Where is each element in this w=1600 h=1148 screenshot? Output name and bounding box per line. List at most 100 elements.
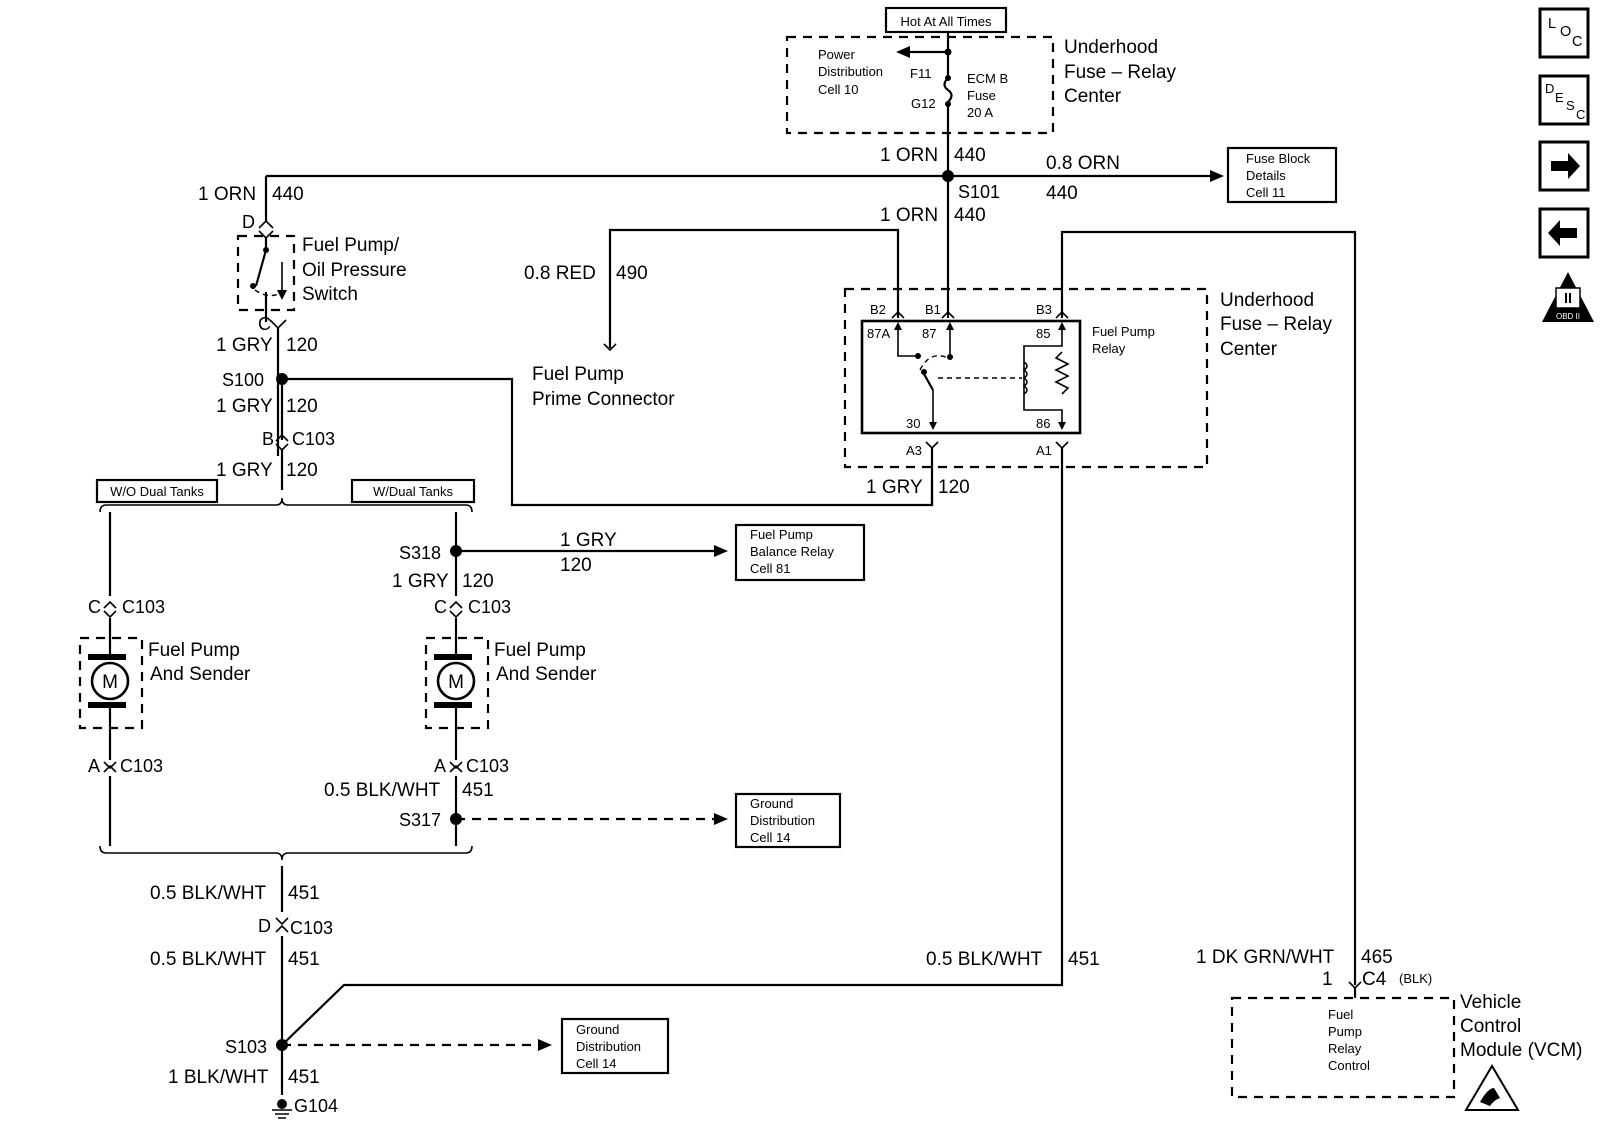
variant-brace bbox=[99, 845, 473, 861]
relay-pin-30: 30 bbox=[906, 416, 920, 431]
hot-at-all-times-label: Hot At All Times bbox=[900, 14, 992, 29]
obd-label: OBD II bbox=[1556, 312, 1580, 321]
without-dual-tanks-tag: W/O Dual Tanks bbox=[95, 478, 219, 504]
svg-text:O: O bbox=[1560, 24, 1571, 40]
prime-connector-line2: Prime Connector bbox=[532, 389, 675, 410]
svg-text:Balance Relay: Balance Relay bbox=[750, 544, 834, 559]
svg-text:Ground: Ground bbox=[576, 1022, 619, 1037]
wire-circuit-label: 440 bbox=[272, 184, 304, 205]
balance-relay-ref[interactable]: Fuel Pump Balance Relay Cell 81 bbox=[734, 523, 866, 582]
svg-text:D: D bbox=[1545, 81, 1554, 96]
relay-center-title-line1: Underhood bbox=[1220, 290, 1314, 311]
svg-text:Fuel Pump: Fuel Pump bbox=[750, 527, 813, 542]
wire-circuit-label: 490 bbox=[616, 263, 648, 284]
wire-gauge-label: 1 ORN bbox=[198, 184, 256, 205]
pressure-switch-line2: Oil Pressure bbox=[302, 260, 407, 281]
power-distribution-line1: Power bbox=[818, 47, 856, 62]
switch-contact-icon bbox=[254, 238, 268, 287]
previous-page-button[interactable] bbox=[1538, 207, 1590, 259]
fuel-pump-sender-line1: Fuel Pump bbox=[494, 640, 586, 661]
relay-switch-arm bbox=[923, 373, 934, 391]
motor-letter: M bbox=[448, 672, 464, 693]
wire-gauge-label: 0.5 BLK/WHT bbox=[926, 949, 1043, 970]
relay-pin-b2: B2 bbox=[870, 302, 886, 317]
pin-c-label: C bbox=[434, 597, 447, 617]
wire-gauge-label: 1 GRY bbox=[560, 530, 617, 551]
svg-text:S: S bbox=[1566, 98, 1575, 113]
svg-text:Cell 14: Cell 14 bbox=[576, 1056, 616, 1071]
connector-male-icon bbox=[603, 343, 617, 352]
wire-circuit-label: 120 bbox=[286, 335, 318, 356]
relay-pin-a1: A1 bbox=[1036, 443, 1052, 458]
wire-circuit-label: 451 bbox=[288, 949, 320, 970]
motor-icon bbox=[90, 661, 130, 701]
wire-circuit-label: 120 bbox=[938, 477, 970, 498]
vcm-title-line3: Module (VCM) bbox=[1460, 1040, 1582, 1061]
connector-c103-label: C103 bbox=[122, 597, 165, 617]
relay-pin-b1: B1 bbox=[925, 302, 941, 317]
wire-gauge-label: 0.8 ORN bbox=[1046, 153, 1120, 174]
svg-text:Cell 11: Cell 11 bbox=[1246, 185, 1286, 200]
underhood-fuse-center-relay bbox=[843, 287, 1209, 469]
svg-text:C: C bbox=[1576, 107, 1585, 122]
fuse-name-line3: 20 A bbox=[967, 105, 993, 120]
relay-pin-b3: B3 bbox=[1036, 302, 1052, 317]
wire-gauge-label: 1 BLK/WHT bbox=[168, 1067, 269, 1088]
svg-text:L: L bbox=[1548, 16, 1556, 32]
wire-gauge-label: 0.5 BLK/WHT bbox=[324, 780, 441, 801]
arrow-right-icon bbox=[538, 1039, 552, 1051]
variant-brace bbox=[99, 497, 473, 513]
connector-female-icon bbox=[103, 600, 117, 609]
fuse-center-title-line2: Fuse – Relay bbox=[1064, 62, 1176, 83]
svg-text:Distribution: Distribution bbox=[750, 813, 815, 828]
pressure-switch-line1: Fuel Pump/ bbox=[302, 235, 400, 256]
vcm-title-line2: Control bbox=[1460, 1016, 1521, 1037]
ground-distribution-ref[interactable]: Ground Distribution Cell 14 bbox=[560, 1017, 670, 1075]
pin-1-label: 1 bbox=[1322, 969, 1333, 990]
wire-gauge-label: 1 DK GRN/WHT bbox=[1196, 947, 1335, 968]
arrow-right-icon bbox=[1551, 153, 1580, 179]
svg-text:W/Dual Tanks: W/Dual Tanks bbox=[373, 484, 453, 499]
arrow-right-icon bbox=[714, 813, 728, 825]
location-button[interactable]: L O C bbox=[1538, 7, 1590, 59]
connector-c4-label: C4 bbox=[1362, 969, 1387, 990]
connector-female-icon bbox=[275, 433, 289, 442]
fuse-pin-f11: F11 bbox=[910, 66, 931, 81]
arrow-right-icon bbox=[1210, 170, 1224, 182]
pin-c-label: C bbox=[88, 597, 101, 617]
connector-c103-label: C103 bbox=[468, 597, 511, 617]
fuse-center-title-line3: Center bbox=[1064, 86, 1122, 107]
svg-text:Fuse Block: Fuse Block bbox=[1246, 151, 1311, 166]
wire-gauge-label: 1 ORN bbox=[880, 205, 938, 226]
relay-coil-icon bbox=[1022, 361, 1028, 395]
fuse-name-line1: ECM B bbox=[967, 71, 1008, 86]
svg-text:Ground: Ground bbox=[750, 796, 793, 811]
connector-c103-label: C103 bbox=[120, 756, 163, 776]
next-page-button[interactable] bbox=[1538, 140, 1590, 192]
power-distribution-line2: Distribution bbox=[818, 64, 883, 79]
fuse-name-line2: Fuse bbox=[967, 88, 996, 103]
prime-connector-line1: Fuel Pump bbox=[532, 364, 624, 385]
wire-circuit-label: 451 bbox=[288, 883, 320, 904]
wire-circuit-label: 451 bbox=[288, 1067, 320, 1088]
relay-pin-87a: 87A bbox=[867, 326, 890, 341]
description-button[interactable]: D E S C bbox=[1538, 74, 1590, 126]
fuel-pump-sender-line1: Fuel Pump bbox=[148, 640, 240, 661]
svg-text:Details: Details bbox=[1246, 168, 1286, 183]
fuse-icon bbox=[943, 77, 953, 103]
connector-male-icon bbox=[449, 610, 463, 619]
underhood-fuse-center-top bbox=[785, 35, 1055, 135]
connector-c103-label: C103 bbox=[466, 756, 509, 776]
wire-gauge-label: 0.5 BLK/WHT bbox=[150, 949, 267, 970]
obd-ii-button[interactable]: II OBD II bbox=[1542, 272, 1594, 322]
svg-text:E: E bbox=[1555, 90, 1564, 105]
connector-male-icon bbox=[275, 917, 289, 926]
fuse-block-details-ref[interactable]: Fuse Block Details Cell 11 bbox=[1226, 146, 1338, 204]
ground-distribution-ref[interactable]: Ground Distribution Cell 14 bbox=[734, 792, 842, 849]
wire-gauge-label: 1 ORN bbox=[880, 145, 938, 166]
vcm-function-line3: Relay bbox=[1328, 1041, 1362, 1056]
splice-s100-label: S100 bbox=[222, 370, 264, 390]
splice-s317-label: S317 bbox=[399, 810, 441, 830]
esd-warning-icon bbox=[1464, 1064, 1520, 1111]
